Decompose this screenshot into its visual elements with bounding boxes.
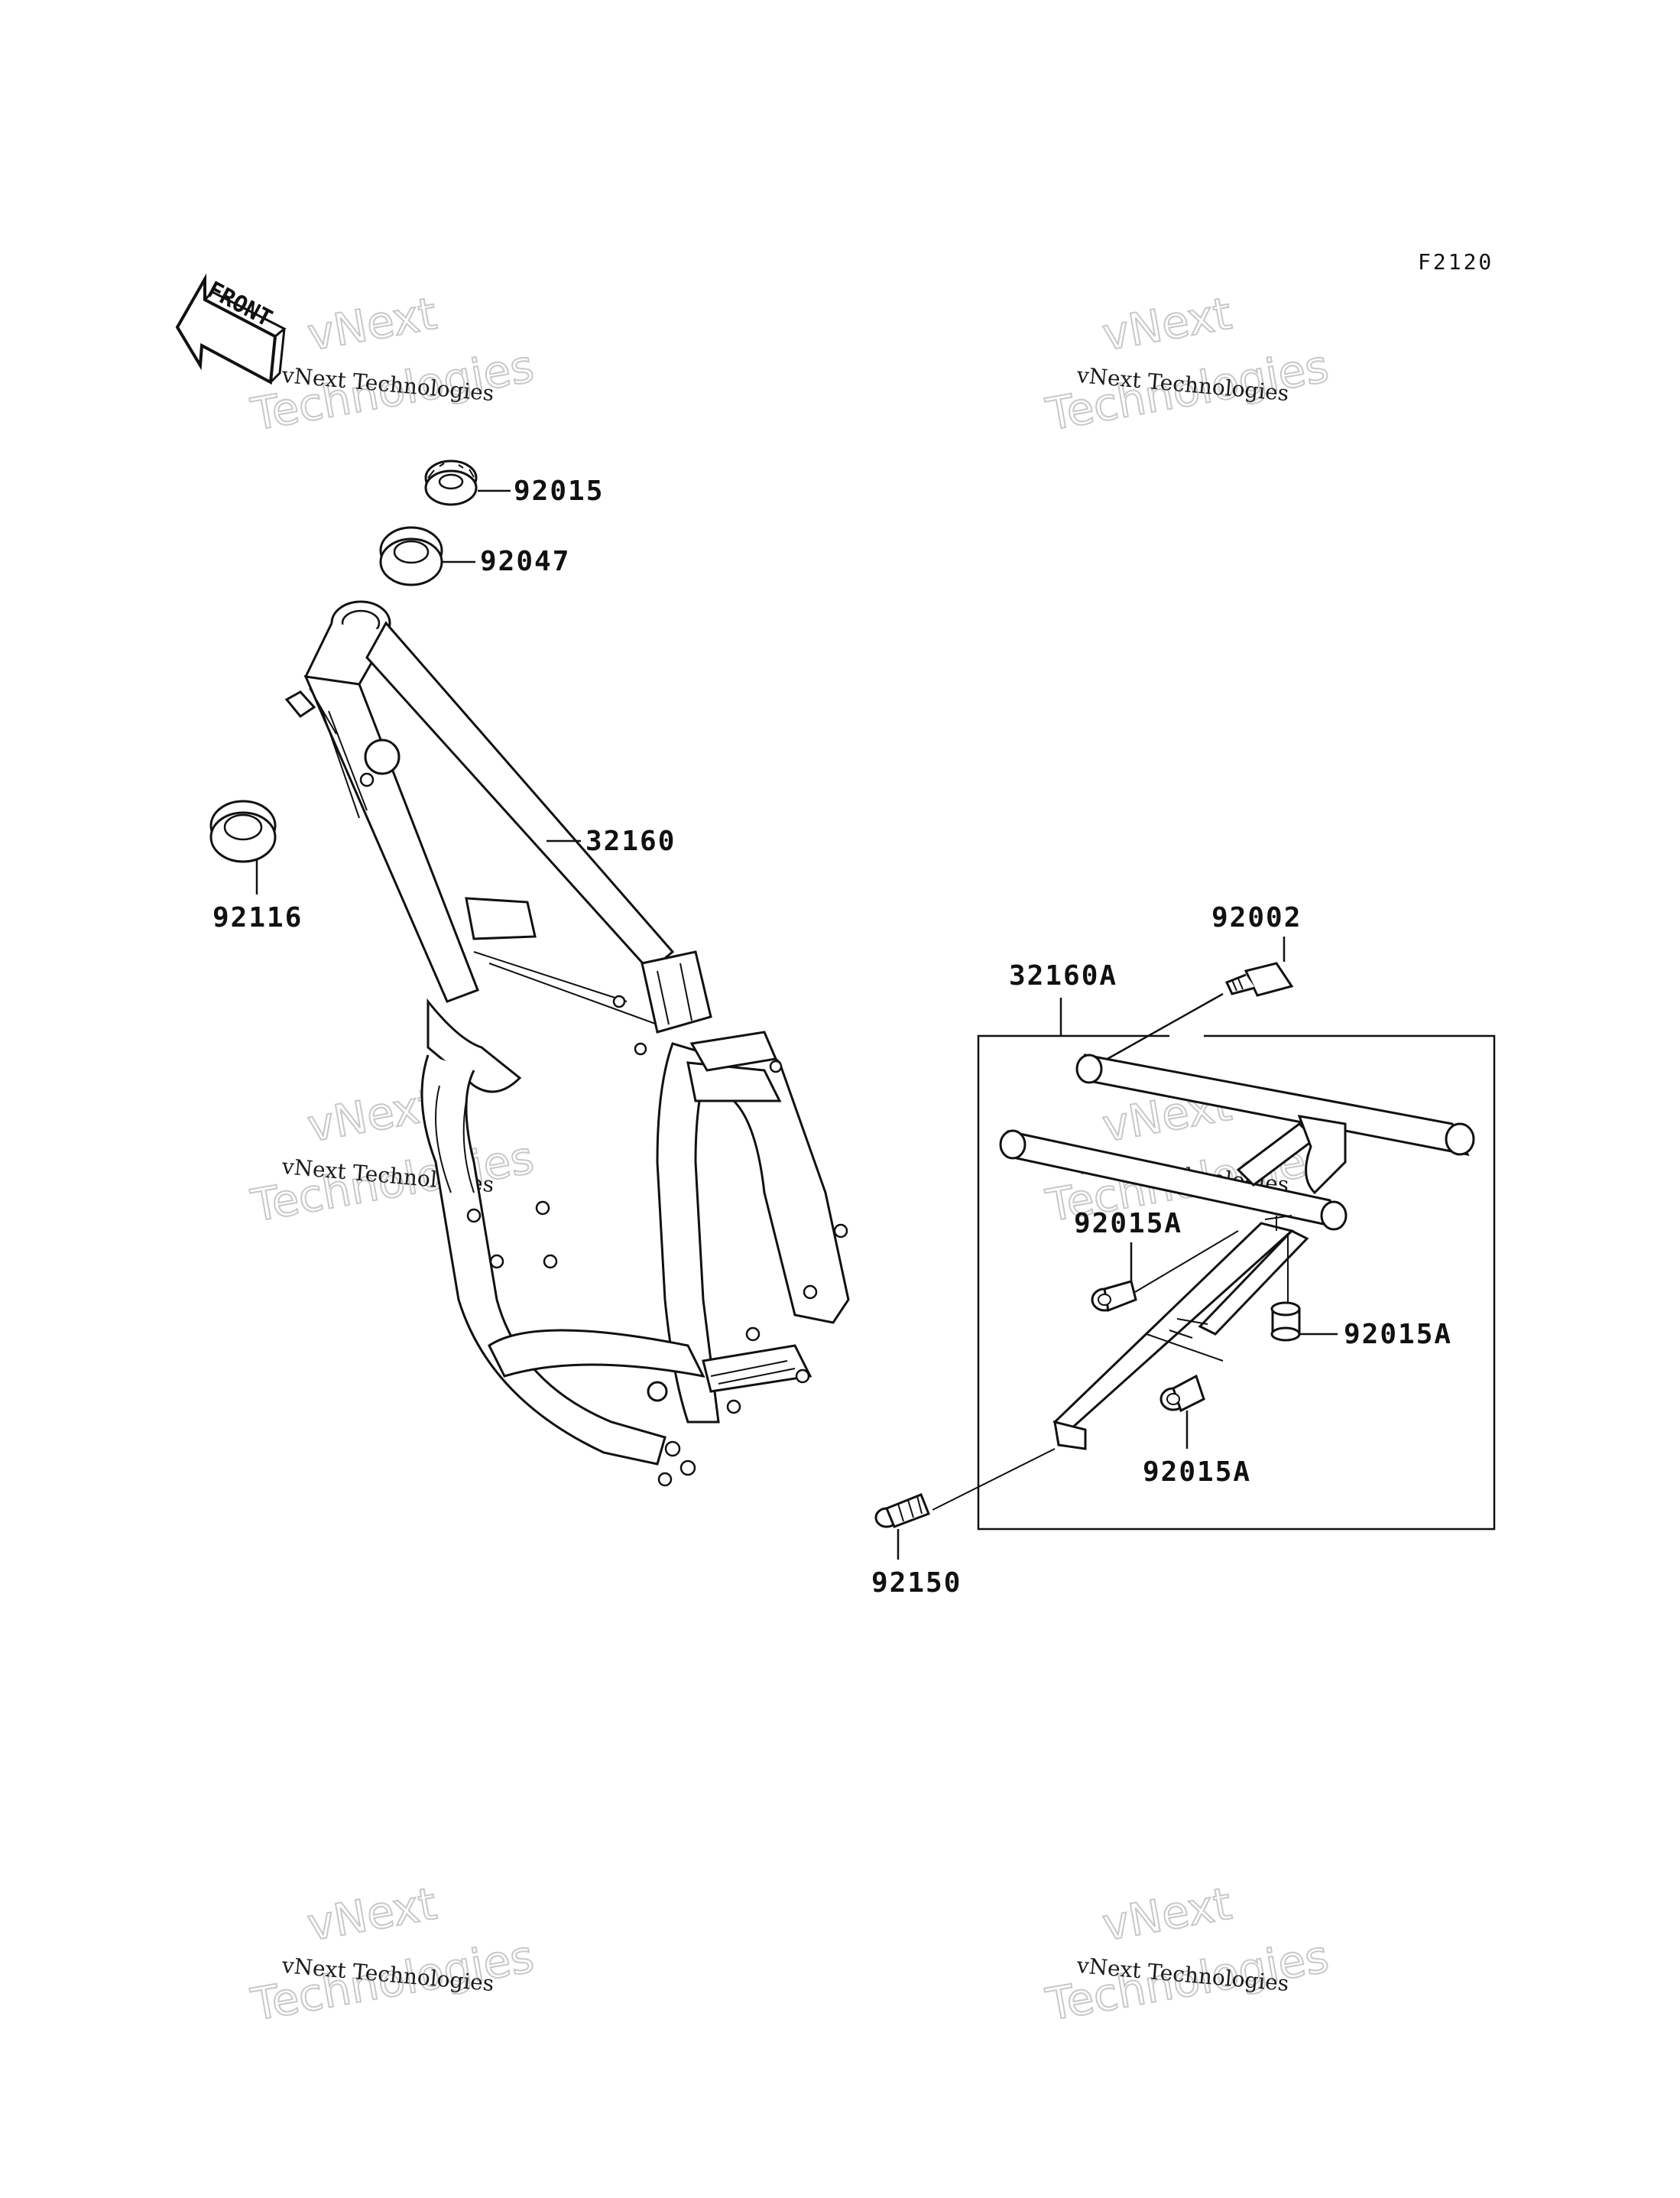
front-arrow-icon: FRONT: [175, 273, 287, 385]
diagram-code: F2120: [1418, 249, 1494, 274]
seal-92116-icon: [209, 800, 277, 863]
part-label-92015A-3: 92015A: [1143, 1456, 1251, 1488]
watermark-big-1: vNext: [303, 287, 440, 361]
watermark-5: vNext Technologies vNext Technologies: [246, 1877, 538, 2032]
nut-92015-icon: [424, 459, 478, 506]
main-frame-32160: [284, 600, 850, 1487]
part-label-92015A-1: 92015A: [1074, 1208, 1182, 1239]
collar-92015A-3-icon: [1159, 1374, 1205, 1413]
part-label-92116: 92116: [212, 902, 303, 933]
part-label-32160: 32160: [585, 826, 676, 857]
part-label-92150: 92150: [871, 1567, 962, 1599]
watermark-big-1: vNext: [303, 1079, 440, 1152]
watermark-6: vNext Technologies vNext Technologies: [1041, 1877, 1333, 2032]
part-label-32160A: 32160A: [1009, 960, 1117, 992]
bolt-92150-icon: [874, 1493, 930, 1528]
collar-92015A-1-icon: [1091, 1280, 1137, 1313]
part-label-92002: 92002: [1211, 902, 1302, 933]
watermark-big-1: vNext: [1098, 287, 1235, 361]
bearing-92047-icon: [379, 526, 443, 586]
part-label-92047: 92047: [480, 546, 570, 577]
watermark-big-1: vNext: [303, 1878, 440, 1951]
part-label-92015A-2: 92015A: [1344, 1319, 1452, 1350]
part-label-92015: 92015: [514, 476, 604, 507]
bolt-92002-icon: [1224, 962, 1294, 997]
collar-92015A-2-icon: [1270, 1301, 1301, 1342]
watermark-big-1: vNext: [1098, 1878, 1235, 1951]
sub-frame-32160A: [999, 1054, 1475, 1450]
watermark-2: vNext Technologies vNext Technologies: [1041, 287, 1333, 442]
